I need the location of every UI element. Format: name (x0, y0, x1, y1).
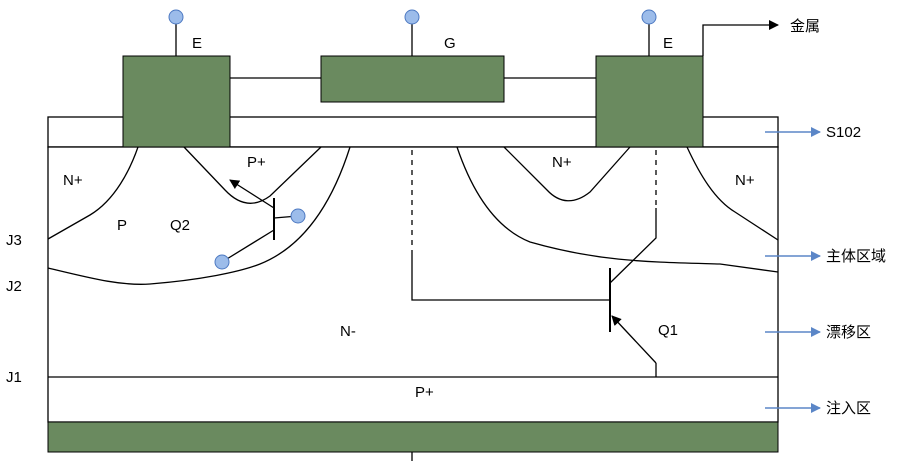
junction-j3-label: J3 (6, 232, 22, 249)
metal-callout-label: 金属 (790, 17, 820, 35)
gate-metal (320, 55, 505, 103)
p-plus-bottom-label: P+ (415, 384, 434, 401)
emitter-right-terminal (641, 9, 657, 25)
n-plus-left-boundary (47, 146, 139, 240)
collector-metal (47, 421, 779, 453)
p-plus-left-label: P+ (247, 154, 266, 171)
q1-collector-wire (609, 208, 657, 284)
n-plus-right-label: N+ (735, 172, 755, 189)
n-minus-label: N- (340, 323, 356, 340)
emitter-right-metal (595, 55, 704, 148)
emitter-right-label: E (663, 35, 673, 52)
p-body-label: P (117, 217, 127, 234)
drift-callout-label: 漂移区 (826, 323, 871, 341)
q2-collector-wire (221, 229, 275, 263)
q2-label: Q2 (170, 217, 190, 234)
n-plus-left-label: N+ (63, 172, 83, 189)
metal-callout-arrow (702, 20, 779, 56)
body-callout-label: 主体区域 (826, 247, 886, 265)
n-plus-mid-boundary (503, 146, 631, 202)
n-plus-mid-label: N+ (552, 154, 572, 171)
q1-label: Q1 (658, 322, 678, 339)
emitter-left-metal (122, 55, 231, 148)
n-plus-right-boundary (686, 146, 779, 241)
q1-base-wire (411, 252, 610, 301)
q2-base-terminal (290, 208, 306, 224)
gate-terminal (404, 9, 420, 25)
p-body-left-boundary (47, 146, 351, 285)
emitter-left-terminal (168, 9, 184, 25)
gate-label: G (444, 35, 456, 52)
p-plus-left-boundary (183, 146, 322, 204)
emitter-left-label: E (192, 35, 202, 52)
p-body-right-boundary (456, 146, 779, 273)
junction-j2-label: J2 (6, 278, 22, 295)
q2-collector-terminal (214, 254, 230, 270)
junction-j1-label: J1 (6, 369, 22, 386)
injection-callout-label: 注入区 (826, 399, 871, 417)
semiconductor-body (47, 146, 779, 423)
oxide-callout-label: S102 (826, 124, 861, 141)
q2-emitter-arrow (229, 179, 275, 209)
q1-emitter-arrow (611, 315, 657, 364)
